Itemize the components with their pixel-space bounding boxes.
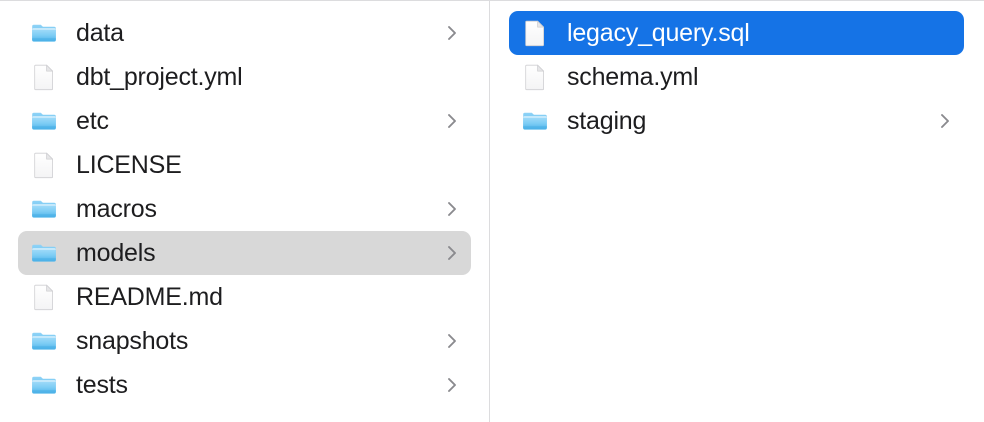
file-row-label: data [76, 19, 124, 47]
file-row[interactable]: macros [18, 187, 471, 231]
file-row-label: snapshots [76, 327, 189, 355]
file-row-label: legacy_query.sql [567, 19, 750, 47]
document-icon [30, 63, 58, 91]
disclosure-chevron-icon[interactable] [445, 110, 459, 132]
file-row-label: models [76, 239, 156, 267]
file-row-label: etc [76, 107, 109, 135]
disclosure-chevron-icon[interactable] [938, 110, 952, 132]
file-column-child[interactable]: legacy_query.sql schema.yml [490, 1, 984, 422]
file-column-parent[interactable]: data dbt_project.yml [0, 1, 490, 422]
file-row[interactable]: dbt_project.yml [18, 55, 471, 99]
disclosure-chevron-icon[interactable] [445, 374, 459, 396]
file-row-label: tests [76, 371, 128, 399]
folder-icon [30, 195, 58, 223]
file-row[interactable]: staging [509, 99, 964, 143]
file-row-label: dbt_project.yml [76, 63, 243, 91]
file-row-label: macros [76, 195, 157, 223]
file-row[interactable]: models [18, 231, 471, 275]
document-icon [30, 283, 58, 311]
file-row[interactable]: data [18, 11, 471, 55]
document-icon [521, 63, 549, 91]
disclosure-chevron-icon[interactable] [445, 198, 459, 220]
file-row[interactable]: tests [18, 363, 471, 407]
disclosure-chevron-icon[interactable] [445, 242, 459, 264]
folder-icon [30, 371, 58, 399]
file-row[interactable]: snapshots [18, 319, 471, 363]
file-row-label: staging [567, 107, 647, 135]
file-row[interactable]: LICENSE [18, 143, 471, 187]
file-row-label: README.md [76, 283, 223, 311]
file-row[interactable]: legacy_query.sql [509, 11, 964, 55]
file-row-label: LICENSE [76, 151, 182, 179]
folder-icon [30, 327, 58, 355]
disclosure-chevron-icon[interactable] [445, 330, 459, 352]
folder-icon [30, 107, 58, 135]
disclosure-chevron-icon[interactable] [445, 22, 459, 44]
file-row-label: schema.yml [567, 63, 699, 91]
document-icon [521, 19, 549, 47]
file-row[interactable]: schema.yml [509, 55, 964, 99]
folder-icon [30, 19, 58, 47]
folder-icon [30, 239, 58, 267]
file-row[interactable]: README.md [18, 275, 471, 319]
folder-icon [521, 107, 549, 135]
document-icon [30, 151, 58, 179]
file-row[interactable]: etc [18, 99, 471, 143]
